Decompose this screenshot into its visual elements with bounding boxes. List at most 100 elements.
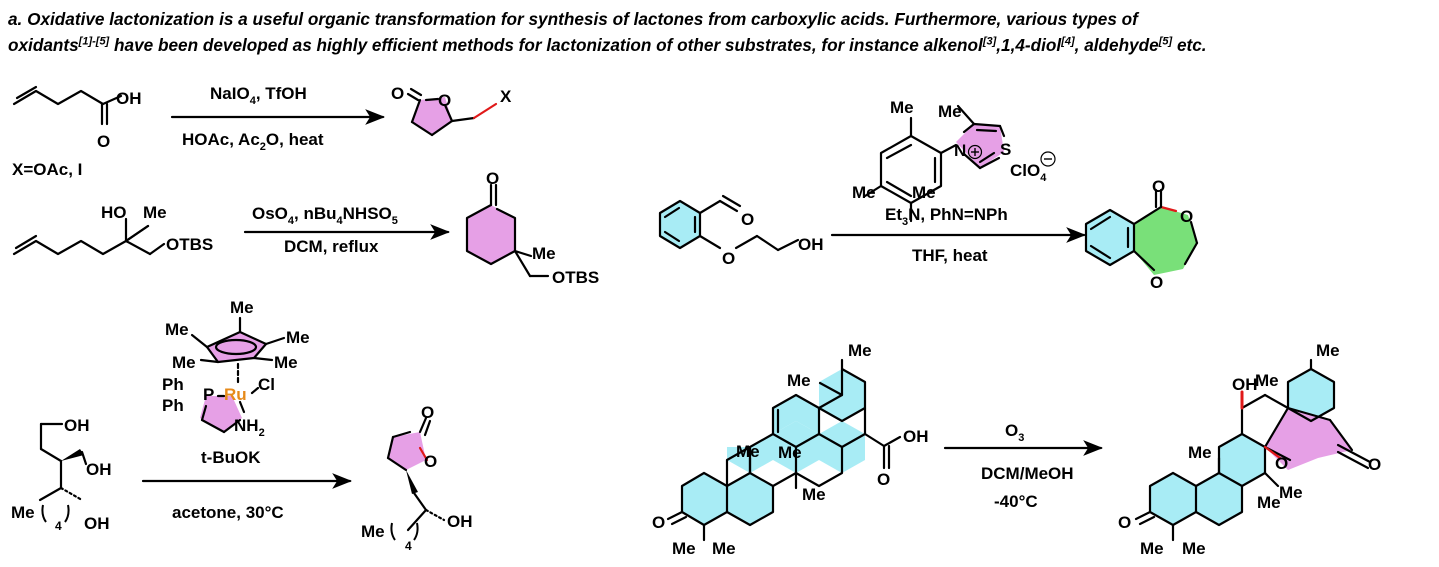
reagents-above-5: O3 bbox=[1005, 421, 1024, 444]
atom-label-me: Me bbox=[172, 353, 196, 372]
caption-line-2: oxidants[1]-[5] have been developed as h… bbox=[8, 32, 1433, 58]
substrate-chain bbox=[12, 89, 123, 106]
reagents-below-2: DCM, reflux bbox=[284, 237, 379, 256]
atom-label-o: O bbox=[438, 91, 451, 110]
atom-label-me: Me bbox=[1140, 539, 1164, 558]
atom-label-me: Me bbox=[778, 443, 802, 462]
reagents-below-1: HOAc, Ac2O, heat bbox=[182, 130, 324, 153]
atom-label-o: O bbox=[1180, 207, 1193, 226]
atom-label-o: O bbox=[1150, 273, 1163, 292]
caption-text: , aldehyde bbox=[1074, 35, 1159, 55]
cp-ring-fill bbox=[207, 332, 266, 362]
atom-label-me: Me bbox=[1182, 539, 1206, 558]
atom-label-me: Me bbox=[1316, 341, 1340, 360]
atom-label-x: X bbox=[500, 87, 512, 106]
atom-label-oh: OH bbox=[447, 512, 473, 531]
caption-text: have been developed as highly efficient … bbox=[109, 35, 983, 55]
atom-label-me: Me bbox=[890, 98, 914, 117]
atom-label-me: Me bbox=[361, 522, 385, 541]
x-definition: X=OAc, I bbox=[12, 160, 82, 179]
thiazolium-ring-fill bbox=[956, 124, 1004, 168]
caption-text: oxidants bbox=[8, 35, 79, 55]
atom-label-me: Me bbox=[938, 102, 962, 121]
atom-label-me: Me bbox=[165, 320, 189, 339]
atom-label-o: O bbox=[1118, 513, 1131, 532]
atom-label-me: Me bbox=[11, 503, 35, 522]
base-label: t-BuOK bbox=[201, 448, 261, 467]
atom-label-o: O bbox=[877, 470, 890, 489]
product-ring-fills bbox=[1150, 369, 1352, 525]
atom-label-oh: OH bbox=[86, 460, 112, 479]
atom-label-me: Me bbox=[143, 203, 167, 222]
atom-label-me: Me bbox=[286, 328, 310, 347]
atom-label-o: O bbox=[424, 452, 437, 471]
reaction-5 bbox=[666, 358, 1372, 542]
substrate-ring-fills bbox=[682, 369, 865, 525]
reagents-below-3: THF, heat bbox=[912, 246, 988, 265]
atom-label-me: Me bbox=[802, 485, 826, 504]
lactone-ring-fill bbox=[412, 97, 452, 135]
chain-bracket bbox=[40, 503, 72, 516]
atom-label-me: Me bbox=[230, 298, 254, 317]
atom-label-o: O bbox=[391, 84, 404, 103]
atom-label-ho: HO bbox=[101, 203, 127, 222]
citation-ref: [5] bbox=[1158, 35, 1173, 48]
reaction-3 bbox=[658, 104, 1199, 275]
plus-charge-icon bbox=[967, 144, 983, 160]
reagents-temperature-5: -40°C bbox=[994, 492, 1038, 511]
new-c-o-bond bbox=[1263, 445, 1282, 460]
atom-label-s: S bbox=[1000, 140, 1011, 159]
atom-label-o: O bbox=[421, 403, 434, 422]
atom-label-o: O bbox=[1275, 454, 1288, 473]
atom-label-me: Me bbox=[672, 539, 696, 558]
atom-label-me: Me bbox=[852, 183, 876, 202]
reagents-above-3: Et3N, PhN=NPh bbox=[885, 205, 1008, 228]
atom-label-o: O bbox=[97, 132, 110, 151]
atom-label-me: Me bbox=[274, 353, 298, 372]
caption-line-1: a. Oxidative lactonization is a useful o… bbox=[8, 9, 1138, 29]
atom-label-ph: Ph bbox=[162, 396, 184, 415]
atom-label-o: O bbox=[722, 249, 735, 268]
citation-ref: [4] bbox=[1061, 35, 1075, 48]
reaction-2 bbox=[12, 183, 550, 278]
atom-label-otbs: OTBS bbox=[552, 268, 599, 287]
reagents-above-1: NaIO4, TfOH bbox=[210, 84, 307, 107]
caption-text: etc. bbox=[1172, 35, 1207, 55]
atom-label-me: Me bbox=[848, 341, 872, 360]
atom-label-otbs: OTBS bbox=[166, 235, 213, 254]
reaction-1 bbox=[12, 85, 498, 137]
atom-label-o: O bbox=[1152, 177, 1165, 196]
atom-label-oh: OH bbox=[798, 235, 824, 254]
atom-label-oh: OH bbox=[903, 427, 929, 446]
atom-label-o: O bbox=[1368, 455, 1381, 474]
product-skeleton bbox=[1134, 358, 1372, 542]
new-c-x-bond bbox=[472, 102, 498, 120]
substrate-skeleton bbox=[666, 358, 902, 542]
atom-label-me: Me bbox=[787, 371, 811, 390]
atom-label-ru: Ru bbox=[224, 385, 247, 404]
atom-label-me: Me bbox=[912, 183, 936, 202]
minus-charge-icon bbox=[1040, 151, 1056, 167]
atom-label-me: Me bbox=[736, 442, 760, 461]
atom-label-me: Me bbox=[532, 244, 556, 263]
ru-ring-fill bbox=[200, 396, 242, 432]
chain-repeat-count: 4 bbox=[55, 519, 62, 533]
reagents-below-5: DCM/MeOH bbox=[981, 464, 1074, 483]
lactone-ring-fill bbox=[467, 205, 515, 264]
atom-label-cl: Cl bbox=[258, 375, 275, 394]
repeat-bracket bbox=[390, 522, 419, 541]
dioxepinone-ring-fill bbox=[1134, 207, 1197, 275]
amine-label: NH2 bbox=[234, 416, 265, 439]
lactone-ring-fill bbox=[388, 432, 426, 470]
atom-label-o: O bbox=[486, 169, 499, 188]
atom-label-o: O bbox=[652, 513, 665, 532]
figure-caption: a. Oxidative lactonization is a useful o… bbox=[8, 6, 1433, 58]
citation-ref: [3] bbox=[982, 35, 997, 48]
atom-label-ph: Ph bbox=[162, 375, 184, 394]
atom-label-me: Me bbox=[1255, 371, 1279, 390]
atom-label-oh: OH bbox=[1232, 375, 1258, 394]
atom-label-oh: OH bbox=[84, 514, 110, 533]
atom-label-me: Me bbox=[1279, 483, 1303, 502]
reaction-4 bbox=[38, 316, 446, 532]
